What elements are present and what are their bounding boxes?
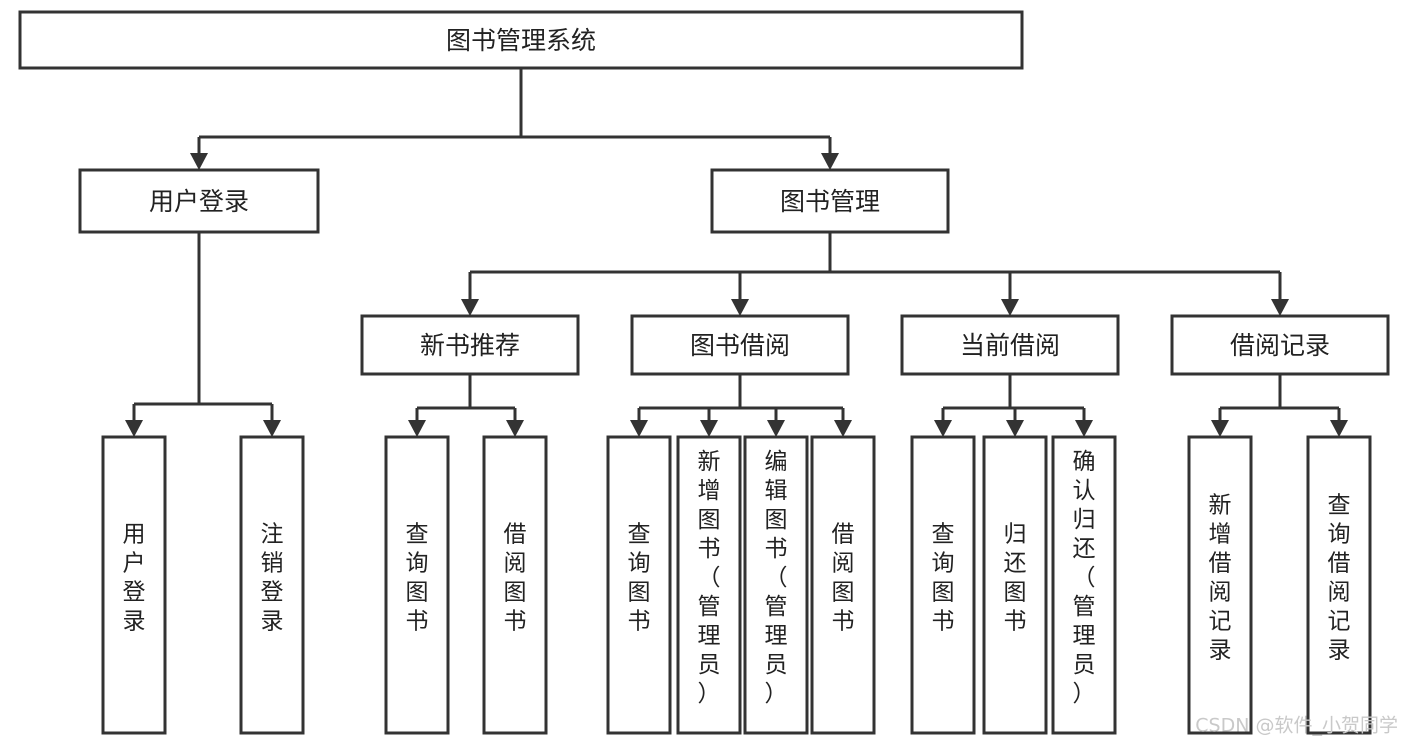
arrow-head-icon [1001, 299, 1019, 316]
node-box[interactable] [606, 435, 672, 735]
node-leaf-2[interactable]: 查询图书 [384, 435, 450, 735]
node-box[interactable] [1051, 435, 1117, 735]
node-label: 确认归还（管理员） [1073, 449, 1096, 707]
node-label: 查询图书 [628, 522, 651, 635]
node-leaf-9[interactable]: 归还图书 [982, 435, 1048, 735]
node-leaf-0[interactable]: 用户登录 [101, 435, 167, 735]
arrow-head-icon [506, 420, 524, 437]
node-label: 编辑图书（管理员） [765, 449, 788, 707]
node-label: 用户登录 [149, 187, 249, 216]
node-box[interactable] [18, 10, 1024, 70]
node-box[interactable] [810, 435, 876, 735]
node-box[interactable] [676, 435, 742, 735]
arrow-head-icon [934, 420, 952, 437]
node-box[interactable] [78, 168, 320, 234]
node-box[interactable] [710, 168, 950, 234]
node-label: 借阅图书 [504, 522, 527, 635]
node-level2-0[interactable]: 用户登录 [78, 168, 320, 234]
node-level3-1[interactable]: 图书借阅 [630, 314, 850, 376]
node-leaf-6[interactable]: 编辑图书（管理员） [743, 435, 809, 735]
arrow-head-icon [1330, 420, 1348, 437]
node-box[interactable] [1170, 314, 1390, 376]
arrow-head-icon [125, 420, 143, 437]
node-leaf-11[interactable]: 新增借阅记录 [1187, 435, 1253, 735]
node-label: 查询图书 [932, 522, 955, 635]
node-root-0[interactable]: 图书管理系统 [18, 10, 1024, 70]
node-label: 借阅记录 [1230, 331, 1330, 360]
node-label: 新增借阅记录 [1209, 493, 1232, 664]
node-level3-2[interactable]: 当前借阅 [900, 314, 1120, 376]
arrow-head-icon [461, 299, 479, 316]
node-label: 注销登录 [261, 522, 284, 635]
node-label: 图书管理 [780, 187, 880, 216]
node-leaf-8[interactable]: 查询图书 [910, 435, 976, 735]
node-box[interactable] [1306, 435, 1372, 735]
node-level3-0[interactable]: 新书推荐 [360, 314, 580, 376]
node-label: 新书推荐 [420, 331, 520, 360]
node-leaf-1[interactable]: 注销登录 [239, 435, 305, 735]
node-box[interactable] [101, 435, 167, 735]
node-level3-3[interactable]: 借阅记录 [1170, 314, 1390, 376]
arrow-head-icon [700, 420, 718, 437]
arrow-head-icon [1006, 420, 1024, 437]
node-leaf-7[interactable]: 借阅图书 [810, 435, 876, 735]
node-label: 用户登录 [123, 522, 146, 635]
arrow-head-icon [630, 420, 648, 437]
connector-layer [125, 68, 1348, 437]
arrow-head-icon [190, 153, 208, 170]
node-box[interactable] [910, 435, 976, 735]
arrow-head-icon [821, 153, 839, 170]
node-box[interactable] [384, 435, 450, 735]
node-label: 当前借阅 [960, 331, 1060, 360]
arrow-head-icon [263, 420, 281, 437]
node-label: 归还图书 [1004, 522, 1027, 635]
arrow-head-icon [1271, 299, 1289, 316]
node-box[interactable] [900, 314, 1120, 376]
arrow-head-icon [1075, 420, 1093, 437]
node-layer: 图书管理系统用户登录图书管理新书推荐图书借阅当前借阅借阅记录用户登录注销登录查询… [18, 10, 1390, 735]
node-box[interactable] [630, 314, 850, 376]
node-box[interactable] [482, 435, 548, 735]
node-label: 图书管理系统 [446, 26, 596, 55]
node-box[interactable] [743, 435, 809, 735]
node-label: 查询借阅记录 [1328, 493, 1351, 664]
node-leaf-5[interactable]: 新增图书（管理员） [676, 435, 742, 735]
watermark-label: CSDN @软件_小贺同学 [1195, 715, 1398, 737]
node-label: 新增图书（管理员） [698, 449, 721, 707]
arrow-head-icon [731, 299, 749, 316]
node-box[interactable] [982, 435, 1048, 735]
node-label: 借阅图书 [832, 522, 855, 635]
arrow-head-icon [834, 420, 852, 437]
node-leaf-4[interactable]: 查询图书 [606, 435, 672, 735]
node-leaf-12[interactable]: 查询借阅记录 [1306, 435, 1372, 735]
node-box[interactable] [239, 435, 305, 735]
node-box[interactable] [1187, 435, 1253, 735]
arrow-head-icon [767, 420, 785, 437]
arrow-head-icon [1211, 420, 1229, 437]
node-box[interactable] [360, 314, 580, 376]
node-leaf-10[interactable]: 确认归还（管理员） [1051, 435, 1117, 735]
node-label: 查询图书 [406, 522, 429, 635]
arrow-head-icon [408, 420, 426, 437]
node-leaf-3[interactable]: 借阅图书 [482, 435, 548, 735]
node-label: 图书借阅 [690, 331, 790, 360]
node-level2-1[interactable]: 图书管理 [710, 168, 950, 234]
